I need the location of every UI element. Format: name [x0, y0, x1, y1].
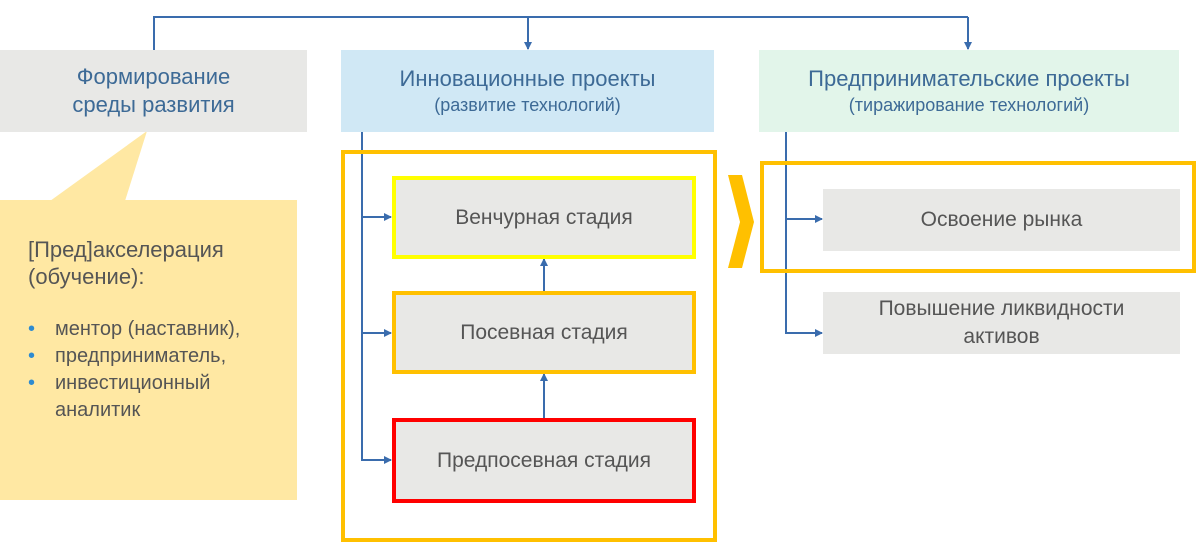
stage-market-development: Освоение рынка: [823, 189, 1180, 251]
header-entrepreneurial-title: Предпринимательские проекты: [808, 66, 1130, 91]
callout-item-text: предприниматель,: [55, 345, 227, 367]
callout-list-item: • инвестиционный аналитик: [28, 370, 268, 424]
callout-list: • ментор (наставник), • предприниматель,…: [28, 316, 268, 424]
stage-liquidity-label: Повышение ликвидности активов: [878, 297, 1125, 348]
header-environment: Формирование среды развития: [0, 50, 307, 132]
callout-list-item: • ментор (наставник),: [28, 316, 268, 343]
stage-asset-liquidity: Повышение ликвидности активов: [823, 292, 1180, 354]
stage-seed-label: Посевная стадия: [460, 320, 628, 344]
header-entrepreneurial-subtitle: (тиражирование технологий): [848, 95, 1090, 115]
chevron-right-icon: [728, 175, 754, 268]
header-entrepreneurial: Предпринимательские проекты (тиражирован…: [759, 50, 1179, 132]
callout-list-item: • предприниматель,: [28, 343, 268, 370]
bullet-icon: •: [28, 372, 36, 394]
top-connector: [153, 16, 968, 50]
callout-pointer: [50, 131, 147, 201]
innovation-stages-frame: [341, 150, 717, 542]
callout-item-text: ментор (наставник),: [55, 318, 241, 340]
stage-venture: Венчурная стадия: [392, 176, 696, 259]
callout-title-line2: (обучение):: [28, 264, 145, 289]
header-environment-line2: среды развития: [72, 92, 235, 117]
header-innovation-subtitle: (развитие технологий): [434, 95, 621, 115]
callout-acceleration: [Пред]акселерация (обучение): • ментор (…: [0, 200, 297, 500]
stage-market-label: Освоение рынка: [920, 208, 1083, 231]
bullet-icon: •: [28, 318, 36, 340]
header-environment-line1: Формирование: [76, 64, 231, 89]
callout-item-text: инвестиционный аналитик: [55, 372, 211, 421]
stage-seed: Посевная стадия: [392, 291, 696, 374]
stage-venture-label: Венчурная стадия: [455, 205, 633, 229]
stage-preseed-label: Предпосевная стадия: [436, 448, 652, 472]
stage-preseed: Предпосевная стадия: [392, 418, 696, 503]
market-highlight-frame: [760, 161, 1196, 273]
callout-title-line1: [Пред]акселерация: [28, 237, 224, 262]
header-innovation: Инновационные проекты (развитие технолог…: [341, 50, 714, 132]
bullet-icon: •: [28, 345, 36, 367]
header-innovation-title: Инновационные проекты: [399, 66, 656, 91]
